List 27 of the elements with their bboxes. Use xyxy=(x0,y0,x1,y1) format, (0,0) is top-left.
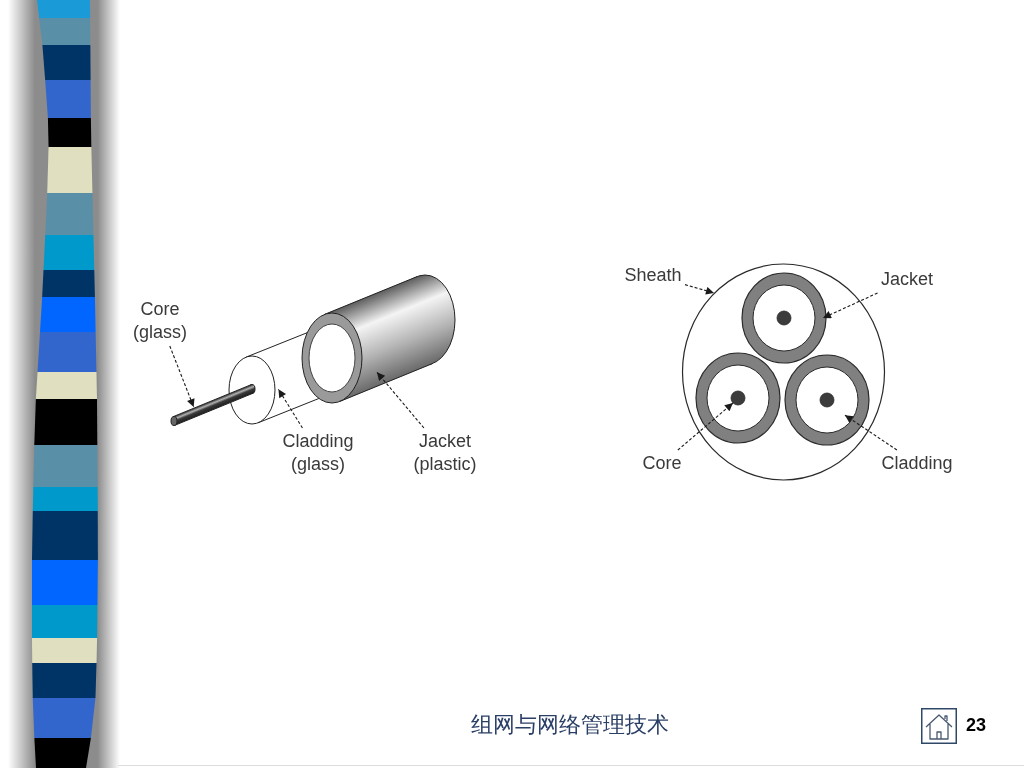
jacket-ring xyxy=(695,352,781,444)
part-label: Core xyxy=(640,452,684,475)
cladding-disk xyxy=(706,364,770,432)
leader-line xyxy=(684,284,715,295)
jacket-cylinder xyxy=(301,274,456,404)
leader-line xyxy=(277,388,304,429)
cladding-disk xyxy=(795,366,859,434)
part-label: Jacket xyxy=(878,268,936,291)
part-label: Sheath xyxy=(623,264,683,287)
leader-line xyxy=(677,402,734,451)
part-label: Cladding (glass) xyxy=(280,430,356,476)
core-dot xyxy=(730,390,746,406)
jacket-ring xyxy=(784,354,870,446)
core-rod xyxy=(170,384,256,426)
part-label: Jacket (plastic) xyxy=(409,430,481,476)
leader-line xyxy=(844,414,898,451)
page-number: 23 xyxy=(966,714,987,736)
jacket-ring xyxy=(741,272,827,364)
leader-line xyxy=(376,371,425,429)
leader-line xyxy=(822,292,879,319)
core-dot xyxy=(776,310,792,326)
part-label: Cladding xyxy=(879,452,955,475)
part-label: Core (glass) xyxy=(130,298,190,344)
cladding-disk xyxy=(752,284,816,352)
footer-title: 组网与网络管理技术 xyxy=(471,712,669,738)
core-dot xyxy=(819,392,835,408)
leader-line xyxy=(169,345,195,408)
